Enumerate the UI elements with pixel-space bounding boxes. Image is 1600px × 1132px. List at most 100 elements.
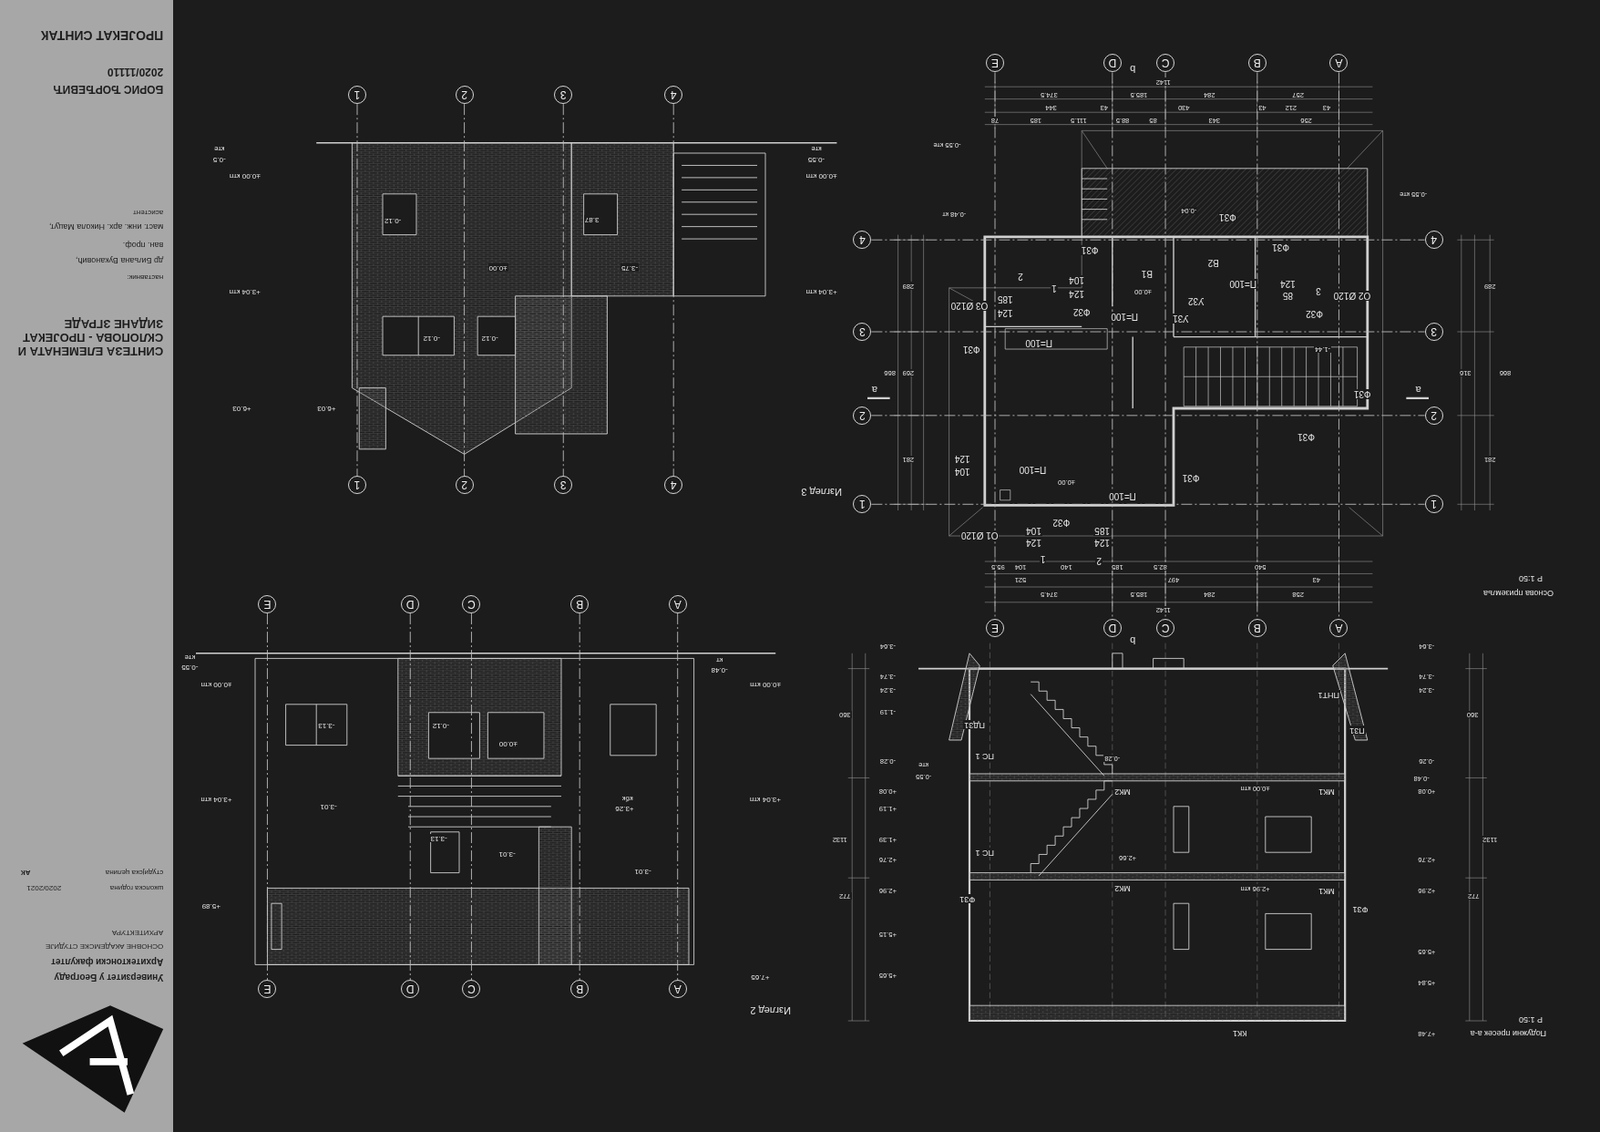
grid-axis xyxy=(871,503,1425,505)
grid-letter: D xyxy=(406,983,415,995)
balcony-lines xyxy=(398,775,562,827)
title-block-text: 2020/11110 xyxy=(107,65,164,79)
spot-elevation: -0.48 кт xyxy=(941,210,967,218)
grid-bubble: D xyxy=(400,979,420,998)
terrace xyxy=(1081,168,1368,237)
dimension: 185 xyxy=(1029,116,1044,124)
chimney xyxy=(358,388,386,450)
element-mark: 104 xyxy=(1067,276,1086,287)
kitchen-counter xyxy=(1000,328,1108,501)
dimension-line xyxy=(984,82,1374,607)
dimension: 1142 xyxy=(1155,77,1172,85)
dimension: 374.5 xyxy=(1039,590,1059,598)
drawings xyxy=(194,82,1495,1021)
dimension: 185 xyxy=(1110,562,1125,570)
spot-elevation: +6.03 xyxy=(316,404,337,413)
grid-bubble: 3 xyxy=(852,322,872,341)
level-mark: +2.96 xyxy=(1416,886,1436,894)
grid-letter: 3 xyxy=(560,479,567,491)
dimension: 497 xyxy=(1167,575,1181,584)
title-block-text: АК xyxy=(20,868,31,877)
roof-band xyxy=(266,887,689,965)
grid-letter: B xyxy=(575,598,584,610)
dimension: 289 xyxy=(1483,281,1498,289)
dimension: 85 xyxy=(1148,116,1158,124)
title-block-text: ПРОЈЕКАТ СИНТАК xyxy=(41,28,164,43)
eave xyxy=(949,653,1368,740)
grid-letter: 4 xyxy=(670,89,677,101)
grid-letter: E xyxy=(263,983,271,995)
logo-mark xyxy=(61,1020,131,1095)
element-mark: 1 xyxy=(1039,553,1047,565)
dimension: 521 xyxy=(1014,575,1028,584)
grid-bubble: A xyxy=(1329,53,1348,72)
spot-elevation: -3.01 xyxy=(498,849,517,858)
element-mark: П=100 xyxy=(1107,491,1138,502)
dimension: 185.5 xyxy=(1129,590,1149,598)
spot-elevation: ±0.00 ктп xyxy=(1240,784,1272,792)
element-mark: П=100 xyxy=(1109,311,1139,322)
spot-elevation: ±0.00 xyxy=(488,263,509,272)
dimension: 212 xyxy=(1284,102,1299,111)
element-mark: 2 xyxy=(1095,556,1103,567)
spot-elevation: кте xyxy=(917,760,930,769)
dimension: 360 xyxy=(1466,710,1480,718)
spot-elevation: +3.04 ктп xyxy=(199,795,233,804)
element-mark: ПНТ1 xyxy=(1317,689,1341,699)
grid-letter: 3 xyxy=(859,326,866,338)
spot-elevation: ±0.00 xyxy=(1133,287,1153,296)
title-block-text: студијска целина xyxy=(105,868,164,877)
grid-bubble: 2 xyxy=(455,475,474,494)
spot-elevation: -0.48 xyxy=(709,665,729,674)
spot-elevation: -3.01 xyxy=(319,801,339,811)
dimension: 185.5 xyxy=(1129,91,1149,99)
roof-outline xyxy=(949,130,1384,536)
title-block-text: наставник: xyxy=(126,273,164,282)
spot-elevation: -3.01 xyxy=(633,866,652,875)
window xyxy=(382,194,618,356)
grid-bubble: D xyxy=(1103,53,1122,72)
grid-bubble: 3 xyxy=(1425,322,1444,341)
level-mark: +2.76 xyxy=(1416,855,1436,863)
element-mark: В2 xyxy=(1207,257,1221,268)
dimension: 343 xyxy=(1208,116,1222,124)
grid-letter: 2 xyxy=(1430,410,1437,421)
grid-letter: C xyxy=(467,983,476,995)
element-mark: МК2 xyxy=(1113,786,1132,796)
facade-outline xyxy=(255,657,695,965)
grid-bubble: 1 xyxy=(348,85,367,104)
grid-bubble: 3 xyxy=(553,475,573,494)
grid-axis xyxy=(1256,71,1258,618)
view-title: Подужни пресек а-а xyxy=(1469,1028,1548,1038)
element-mark: 85 xyxy=(1282,290,1294,301)
grid-letter: 4 xyxy=(859,234,866,246)
spot-elevation: -0.55 кте xyxy=(1398,190,1428,198)
grid-letter: 2 xyxy=(461,89,468,101)
stair-plan xyxy=(1183,347,1357,407)
spot-elevation: -3.13 xyxy=(429,833,448,842)
element-mark: 1 xyxy=(1050,283,1058,294)
spot-elevation: -0.55 xyxy=(180,662,199,671)
spot-elevation: -0.12 xyxy=(480,333,499,342)
grid-axis xyxy=(871,414,1425,416)
level-mark: -0.48 xyxy=(1413,773,1431,781)
view-title: Р 1:50 xyxy=(1517,1014,1544,1024)
grid-letter: 4 xyxy=(1430,234,1437,246)
element-mark: МК2 xyxy=(1113,882,1132,893)
spot-elevation: +6.03 xyxy=(231,404,252,413)
level-mark: -3.64 xyxy=(1417,642,1436,650)
grid-axis xyxy=(676,613,678,980)
dimension: 88.5 xyxy=(1115,116,1131,124)
grid-bubble: 4 xyxy=(664,85,683,104)
spot-elevation: кт xyxy=(715,655,724,664)
element-mark: О3 Ø120 xyxy=(950,301,990,312)
element-mark: Ф31 xyxy=(1181,472,1201,483)
spot-elevation: +2.66 xyxy=(1117,853,1138,862)
grid-axis xyxy=(266,613,268,980)
dimension: 43 xyxy=(1099,102,1109,111)
grid-axis xyxy=(463,103,465,476)
element-mark: Ф31 xyxy=(958,893,976,903)
spot-elevation: -0.28 xyxy=(1103,754,1121,762)
dimension: 269 xyxy=(902,369,916,377)
